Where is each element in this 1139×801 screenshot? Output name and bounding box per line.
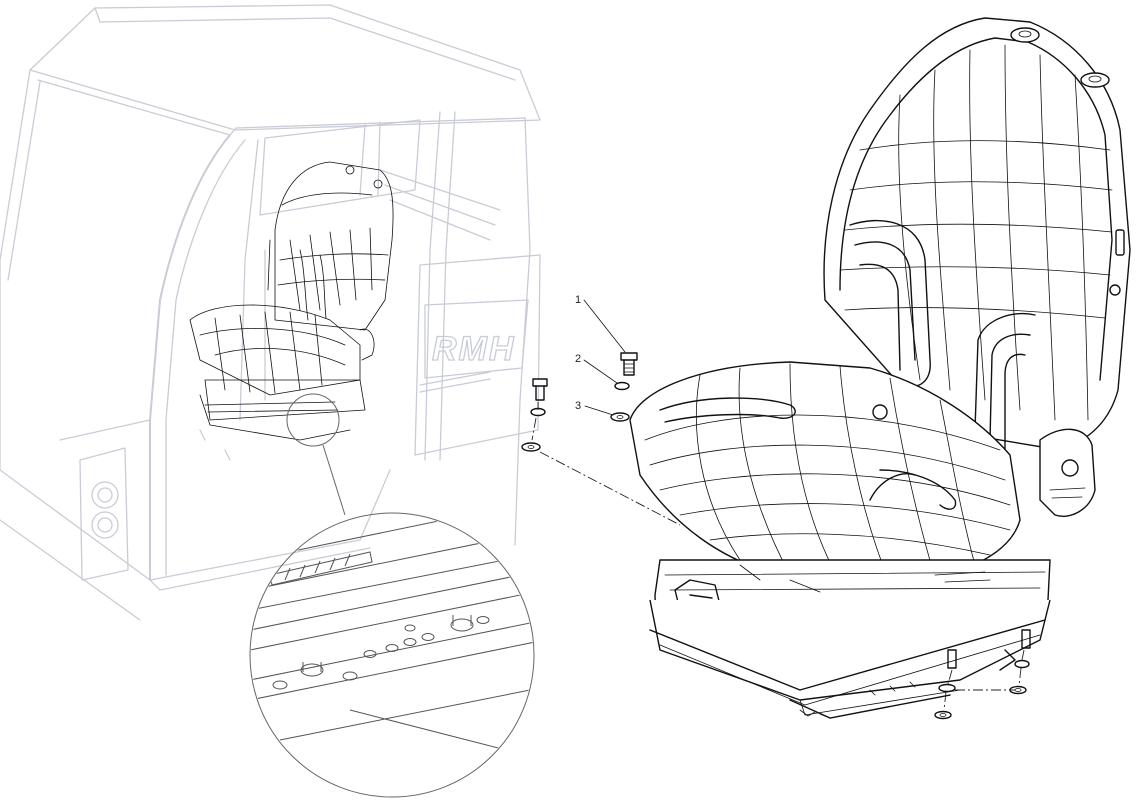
callout-label-1: 1 xyxy=(575,294,581,306)
alignment-line xyxy=(539,451,681,526)
callout-label-3: 3 xyxy=(575,400,581,412)
bolt-stack-rear xyxy=(934,629,1031,720)
fasteners xyxy=(521,352,1031,720)
callout-labels: 1 2 3 xyxy=(575,294,626,416)
cab-brand-label: RMH xyxy=(432,330,515,368)
bolt-callout xyxy=(610,352,638,422)
zoom-detail-circle xyxy=(249,512,535,798)
cab-seat-small xyxy=(189,161,394,441)
cab-ghost: RMH xyxy=(0,4,541,621)
zoom-source-circle xyxy=(286,393,340,447)
callout-label-2: 2 xyxy=(575,353,581,365)
bolt-stack-left xyxy=(521,378,548,452)
detail-callout xyxy=(249,393,535,798)
main-seat xyxy=(629,17,1131,719)
